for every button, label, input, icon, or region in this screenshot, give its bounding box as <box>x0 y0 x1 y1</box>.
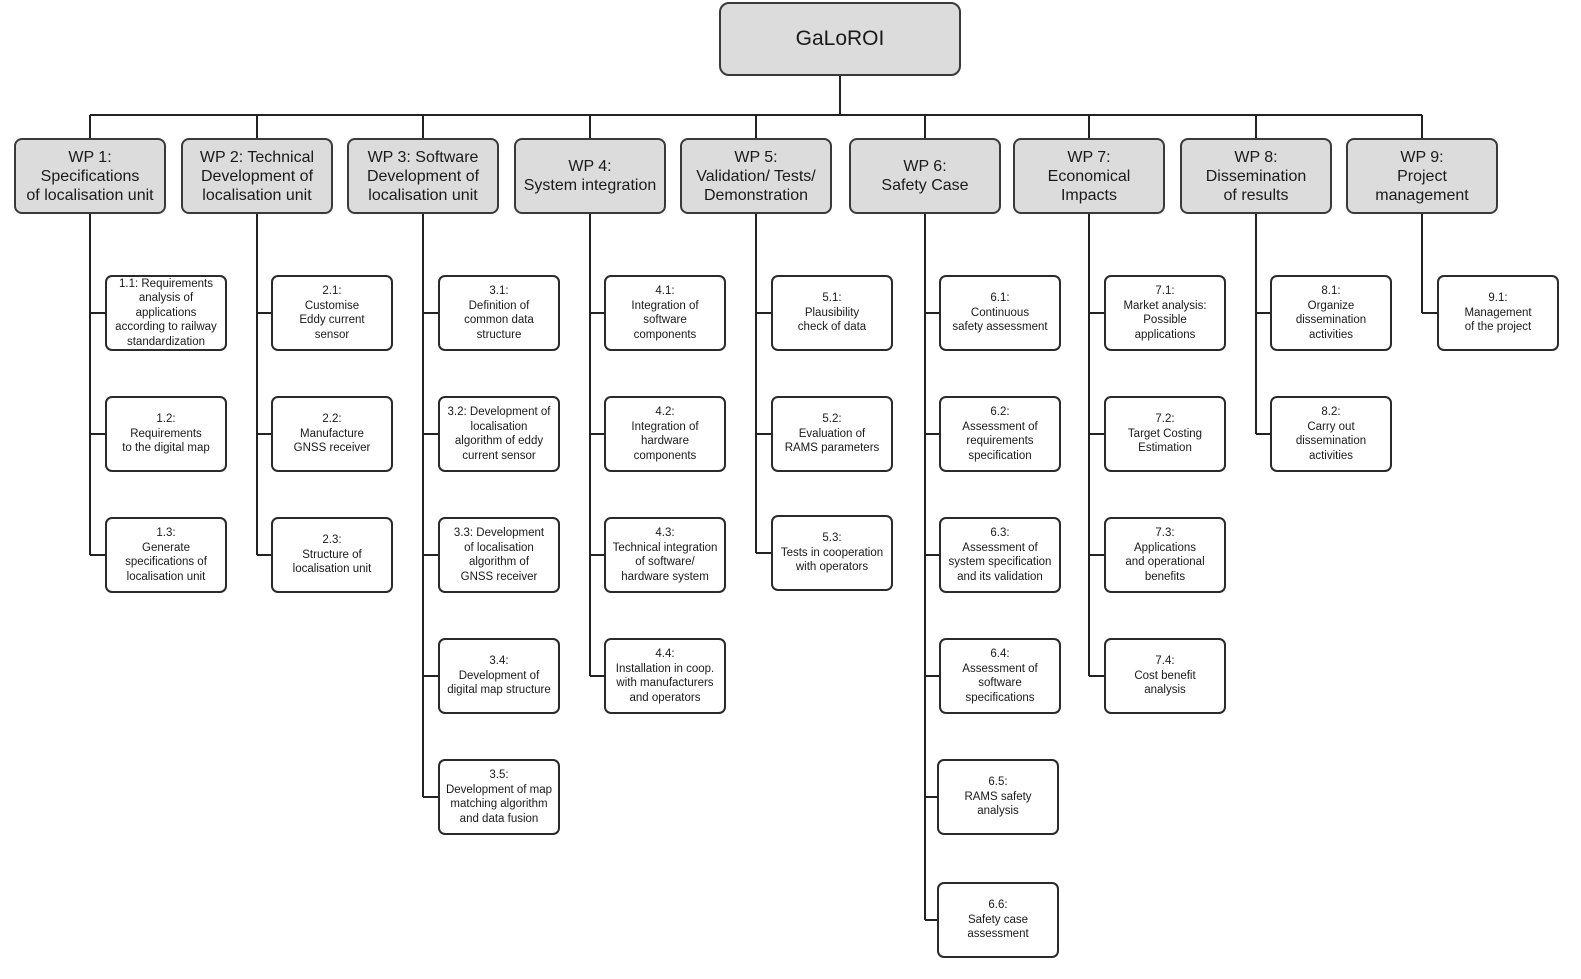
task-6-1: 6.1: Continuous safety assessment <box>939 275 1061 351</box>
task-3-2: 3.2: Development of localisation algorit… <box>438 396 560 472</box>
task-2-2: 2.2: Manufacture GNSS receiver <box>271 396 393 472</box>
task-3-3: 3.3: Development of localisation algorit… <box>438 517 560 593</box>
task-5-1: 5.1: Plausibility check of data <box>771 275 893 351</box>
task-7-1: 7.1: Market analysis: Possible applicati… <box>1104 275 1226 351</box>
task-3-1: 3.1: Definition of common data structure <box>438 275 560 351</box>
task-6-3: 6.3: Assessment of system specification … <box>939 517 1061 593</box>
wp-7-node: WP 7: Economical Impacts <box>1013 138 1165 214</box>
wp-5-node: WP 5: Validation/ Tests/ Demonstration <box>680 138 832 214</box>
task-5-2: 5.2: Evaluation of RAMS parameters <box>771 396 893 472</box>
task-1-3: 1.3: Generate specifications of localisa… <box>105 517 227 593</box>
task-6-4: 6.4: Assessment of software specificatio… <box>939 638 1061 714</box>
task-8-1: 8.1: Organize dissemination activities <box>1270 275 1392 351</box>
task-3-4: 3.4: Development of digital map structur… <box>438 638 560 714</box>
wp-6-node: WP 6: Safety Case <box>849 138 1001 214</box>
task-6-5: 6.5: RAMS safety analysis <box>937 759 1059 835</box>
wp-3-node: WP 3: Software Development of localisati… <box>347 138 499 214</box>
wp-4-node: WP 4: System integration <box>514 138 666 214</box>
task-7-3: 7.3: Applications and operational benefi… <box>1104 517 1226 593</box>
wp-9-node: WP 9: Project management <box>1346 138 1498 214</box>
task-7-2: 7.2: Target Costing Estimation <box>1104 396 1226 472</box>
task-6-6: 6.6: Safety case assessment <box>937 882 1059 958</box>
task-3-5: 3.5: Development of map matching algorit… <box>438 759 560 835</box>
task-9-1: 9.1: Management of the project <box>1437 275 1559 351</box>
task-4-2: 4.2: Integration of hardware components <box>604 396 726 472</box>
task-4-1: 4.1: Integration of software components <box>604 275 726 351</box>
wp-2-node: WP 2: Technical Development of localisat… <box>181 138 333 214</box>
task-4-4: 4.4: Installation in coop. with manufact… <box>604 638 726 714</box>
task-8-2: 8.2: Carry out dissemination activities <box>1270 396 1392 472</box>
root-node: GaLoROI <box>719 2 961 76</box>
task-7-4: 7.4: Cost benefit analysis <box>1104 638 1226 714</box>
task-1-1: 1.1: Requirements analysis of applicatio… <box>105 275 227 351</box>
task-2-1: 2.1: Customise Eddy current sensor <box>271 275 393 351</box>
task-5-3: 5.3: Tests in cooperation with operators <box>771 515 893 591</box>
task-2-3: 2.3: Structure of localisation unit <box>271 517 393 593</box>
task-4-3: 4.3: Technical integration of software/ … <box>604 517 726 593</box>
task-1-2: 1.2: Requirements to the digital map <box>105 396 227 472</box>
task-6-2: 6.2: Assessment of requirements specific… <box>939 396 1061 472</box>
wp-1-node: WP 1: Specifications of localisation uni… <box>14 138 166 214</box>
wp-8-node: WP 8: Dissemination of results <box>1180 138 1332 214</box>
